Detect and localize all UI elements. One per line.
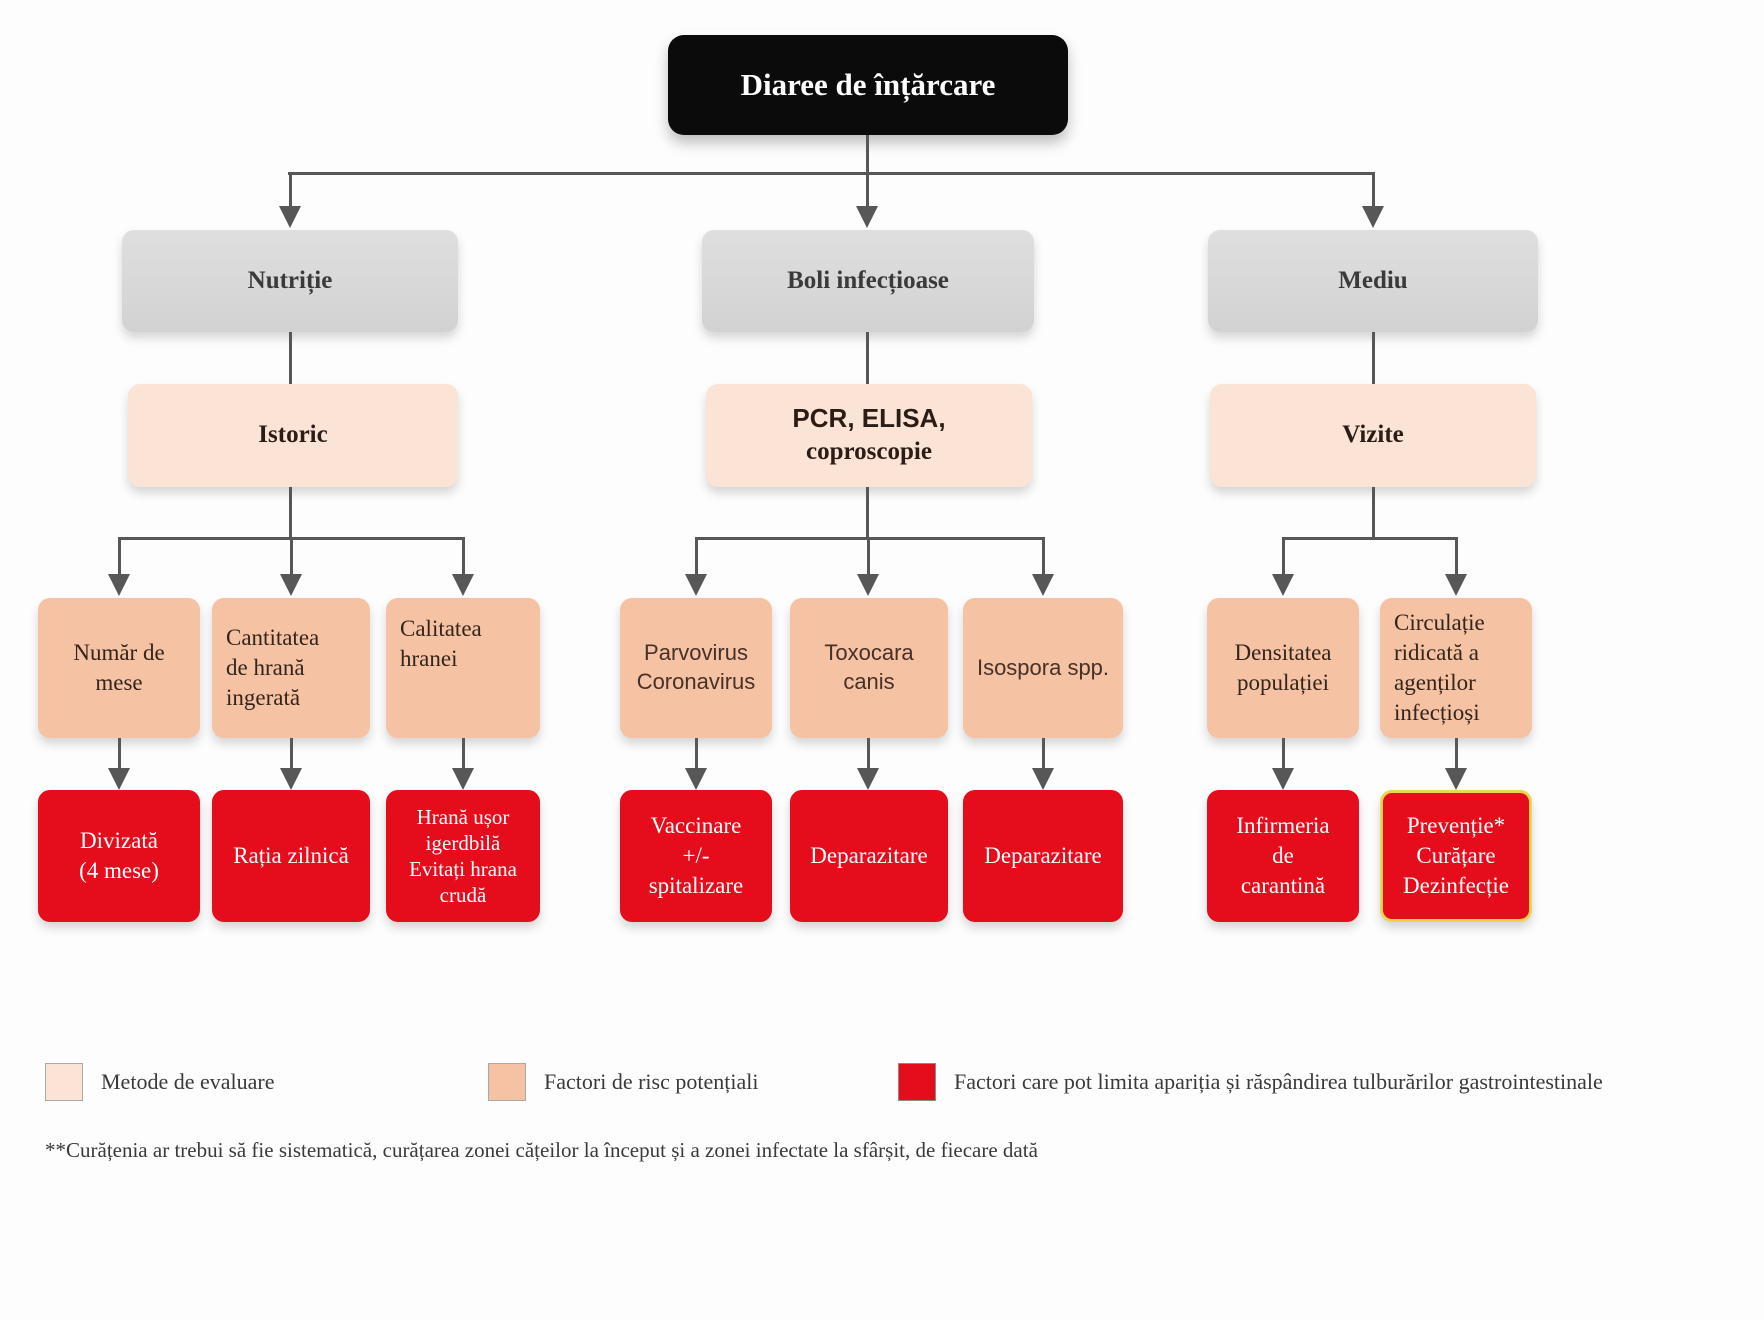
risk-isospora-spp: Isospora spp. [963,598,1123,738]
risk-parvovirus-coronavirus: Parvovirus Coronavirus [620,598,772,738]
arrow-down-icon [1032,574,1054,596]
legend-label: Metode de evaluare [101,1069,275,1094]
connector-line [1282,537,1458,540]
connector-line [867,738,870,770]
action-ratia-zilnica: Rația zilnică [212,790,370,922]
risk-cantitatea-hrana: Cantitatea de hrană ingerată [212,598,370,738]
connector-line [866,135,869,172]
connector-line [1372,332,1375,384]
risk-numar-de-mese: Număr de mese [38,598,200,738]
connector-line [289,487,292,538]
arrow-down-icon [1272,768,1294,790]
connector-line [1455,537,1458,575]
legend-swatch-method [45,1063,83,1101]
arrow-down-icon [452,768,474,790]
action-hrana-usor-digerabila: Hrană ușor igerdbilă Evitați hrana crudă [386,790,540,922]
footnote: **Curățenia ar trebui să fie sistematică… [45,1138,1038,1162]
connector-line [695,537,1045,540]
connector-line [118,738,121,770]
action-deparazitare-1: Deparazitare [790,790,948,922]
category-mediu: Mediu [1208,230,1538,332]
connector-line [289,332,292,384]
arrow-down-icon [108,574,130,596]
method-istoric: Istoric [128,384,458,487]
method-pcr-line2: coproscopie [806,438,932,466]
legend-item-factori-limitare: Factori care pot limita apariția și răsp… [898,1063,1603,1101]
connector-line [1455,738,1458,770]
legend-item-metode: Metode de evaluare [45,1063,274,1101]
connector-line [866,487,869,538]
arrow-down-icon [280,574,302,596]
arrow-down-icon [857,574,879,596]
legend-swatch-risk [488,1063,526,1101]
action-infirmeria-carantina: Infirmeria de carantină [1207,790,1359,922]
arrow-down-icon [685,574,707,596]
connector-line [1372,487,1375,538]
action-divizata: Divizată (4 mese) [38,790,200,922]
risk-calitatea-hranei: Calitatea hranei [386,598,540,738]
connector-line [867,537,870,575]
arrow-down-icon [857,768,879,790]
category-boli-infectioase: Boli infecțioase [702,230,1034,332]
connector-line [866,172,869,208]
category-nutritie: Nutriție [122,230,458,332]
method-pcr-line1: PCR, ELISA, [792,403,946,434]
risk-densitatea-populatiei: Densitatea populației [1207,598,1359,738]
diagram-title: Diaree de înțărcare [668,35,1068,135]
legend-swatch-action [898,1063,936,1101]
arrow-down-icon [280,768,302,790]
arrow-down-icon [1032,768,1054,790]
connector-line [290,537,293,575]
connector-line [1042,537,1045,575]
arrow-down-icon [1445,574,1467,596]
action-preventie-curatare: Prevenție* Curățare Dezinfecție [1380,790,1532,922]
arrow-down-icon [279,206,301,228]
action-vaccinare: Vaccinare +/- spitalizare [620,790,772,922]
arrow-down-icon [452,574,474,596]
connector-line [1282,738,1285,770]
arrow-down-icon [1362,206,1384,228]
arrow-down-icon [1445,768,1467,790]
connector-line [118,537,121,575]
arrow-down-icon [1272,574,1294,596]
connector-line [866,332,869,384]
risk-circulatie-agenti: Circulație ridicată a agenților infecțio… [1380,598,1532,738]
connector-line [695,537,698,575]
connector-line [290,738,293,770]
arrow-down-icon [685,768,707,790]
arrow-down-icon [856,206,878,228]
legend-label: Factori care pot limita apariția și răsp… [954,1069,1603,1094]
risk-toxocara-canis: Toxocara canis [790,598,948,738]
connector-line [1372,172,1375,208]
method-pcr-elisa: PCR, ELISA, coproscopie [706,384,1032,487]
connector-line [1282,537,1285,575]
connector-line [462,537,465,575]
action-deparazitare-2: Deparazitare [963,790,1123,922]
method-vizite: Vizite [1210,384,1536,487]
connector-line [1042,738,1045,770]
connector-line [289,172,292,208]
connector-line [288,172,1375,175]
connector-line [695,738,698,770]
arrow-down-icon [108,768,130,790]
legend-label: Factori de risc potențiali [544,1069,759,1094]
connector-line [462,738,465,770]
legend-item-factori-risc: Factori de risc potențiali [488,1063,758,1101]
